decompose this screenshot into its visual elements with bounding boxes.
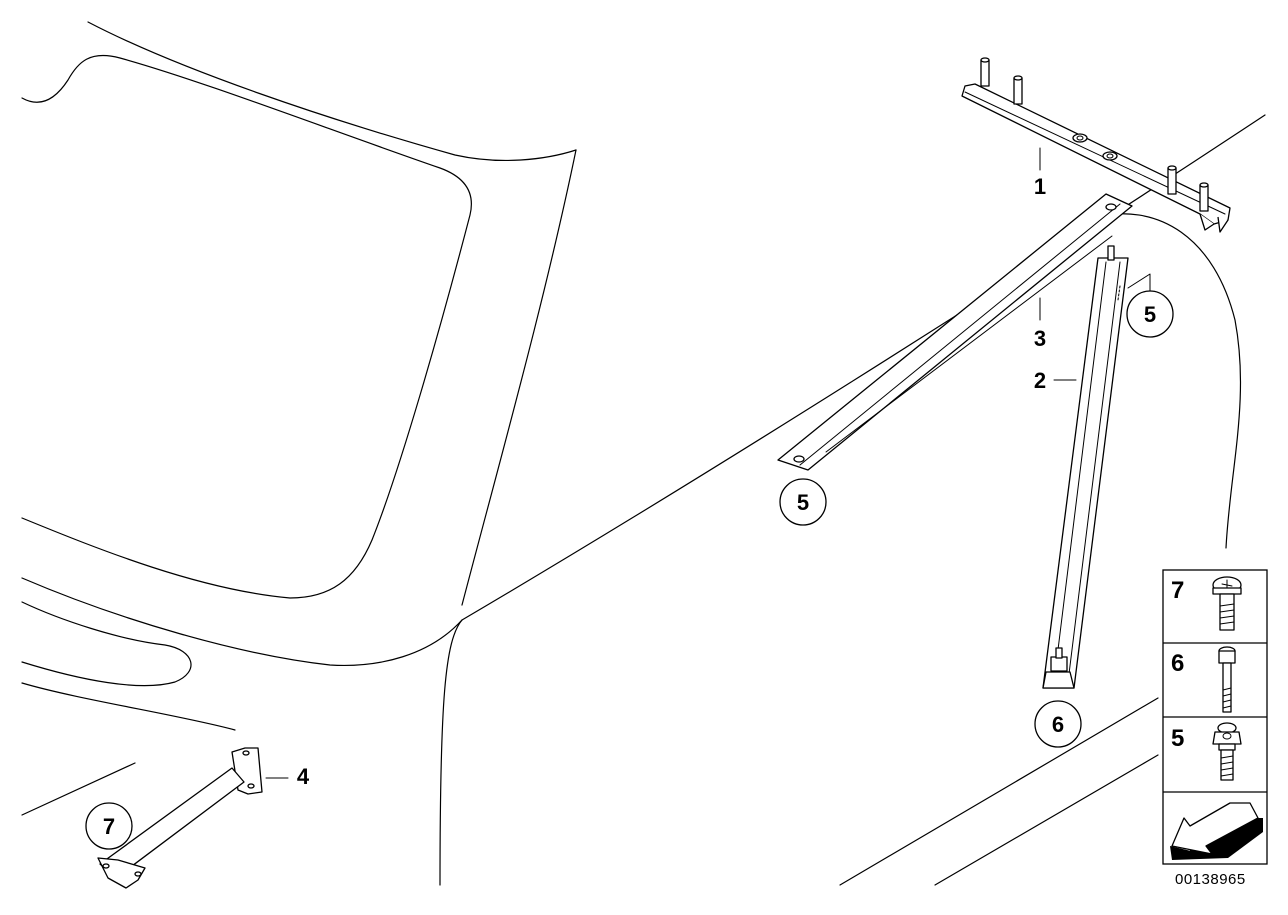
collar-screw-icon: [1212, 722, 1242, 781]
lower-line-left: [21, 762, 136, 816]
diagonal-long: [461, 114, 1266, 621]
svg-text:5: 5: [1144, 302, 1156, 327]
callout-5-right: 5: [1126, 290, 1174, 338]
svg-text:7: 7: [103, 814, 115, 839]
body-contour-b: [439, 619, 463, 886]
part-number-1: 1: [1034, 174, 1046, 199]
part-1-bracket: [961, 57, 1231, 233]
hood-edge: [87, 21, 577, 162]
door-mirror-outline: [21, 601, 192, 687]
vehicle-outline: [21, 21, 1266, 886]
part-number-2: 2: [1034, 368, 1046, 393]
part-3-diagonal-strut: [777, 193, 1133, 471]
drawing-code: 00138965: [1175, 871, 1246, 888]
a-pillar-line: [461, 149, 577, 606]
callout-7: 7: [85, 802, 133, 850]
legend-label-5: 5: [1171, 725, 1184, 752]
body-contour-a: [21, 577, 463, 667]
leader-lines: [265, 147, 1151, 779]
sill-line-b: [934, 754, 1159, 886]
legend-label-6: 6: [1171, 650, 1184, 677]
cap-screw-icon: [1218, 646, 1236, 713]
part-4-support-bar: [97, 747, 263, 889]
svg-text:5: 5: [797, 490, 809, 515]
sill-line-a: [839, 697, 1159, 886]
windshield-outline: [21, 54, 472, 599]
screw-icon: [1212, 576, 1242, 631]
svg-text:6: 6: [1052, 712, 1064, 737]
part-number-4: 4: [297, 764, 310, 789]
part-2-vertical-strut: [1042, 245, 1129, 689]
roof-arch: [1089, 213, 1242, 549]
callout-6: 6: [1034, 700, 1082, 748]
fastener-legend: 7 6 5: [1162, 569, 1268, 865]
fender-line: [21, 682, 236, 731]
direction-arrow-icon: [1170, 802, 1263, 860]
callout-5-left: 5: [779, 478, 827, 526]
legend-label-7: 7: [1171, 577, 1184, 604]
part-number-3: 3: [1034, 326, 1046, 351]
